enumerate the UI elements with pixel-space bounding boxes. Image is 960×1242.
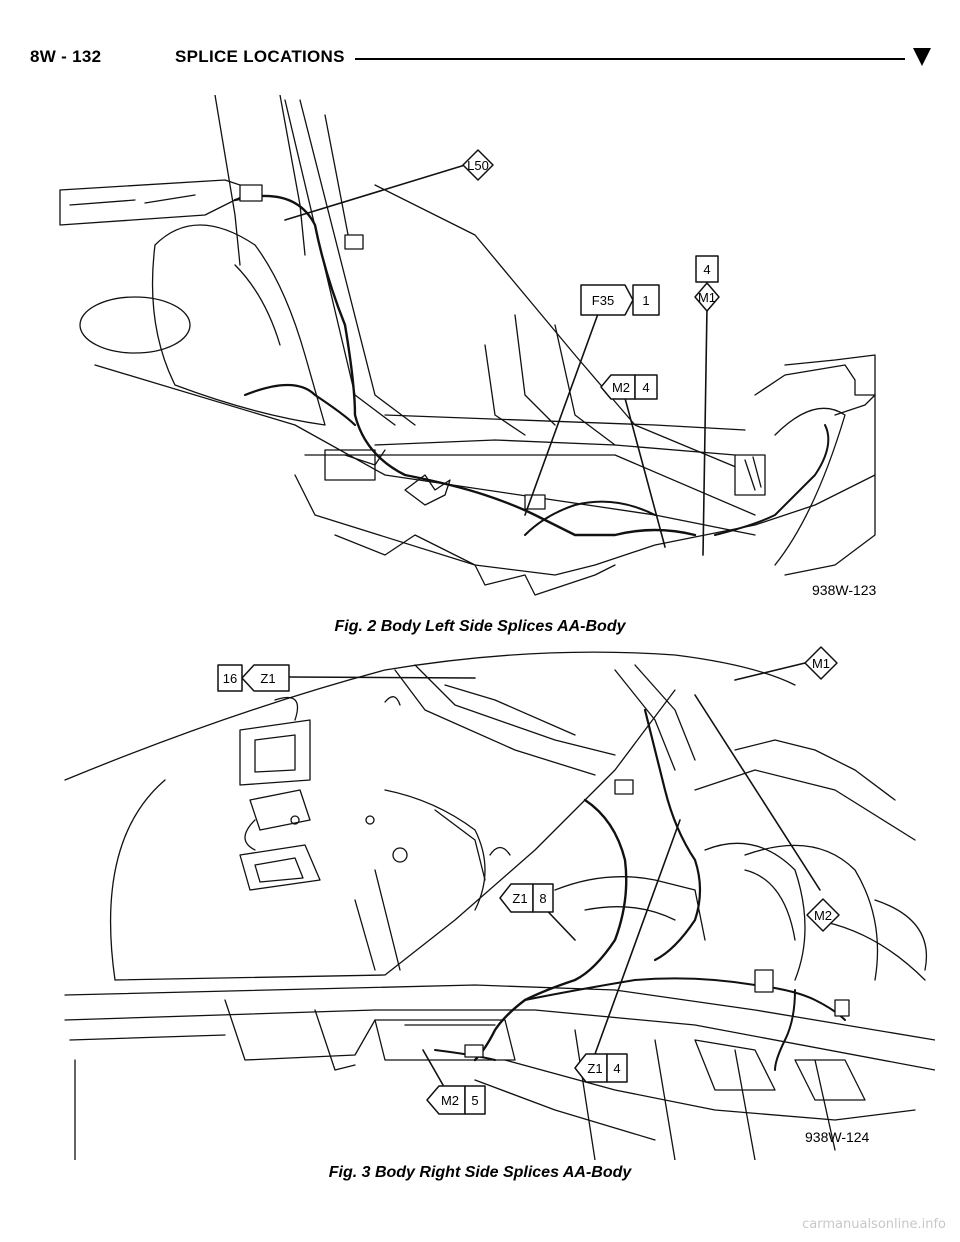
- callout-l50: L50: [462, 149, 494, 181]
- figure-3-illustration: 16 Z1 M1 Z1 8 M2 Z1 4 M2 5: [55, 640, 935, 1160]
- callout-z1-text: Z1: [260, 671, 275, 686]
- callout-z1-4: Z1 4: [574, 1053, 628, 1083]
- callout-m2: M2: [806, 898, 840, 932]
- callout-m1: 4 M1: [694, 255, 720, 312]
- figure-2-leaders: [284, 164, 708, 556]
- callout-z1b-text: Z1: [512, 891, 527, 906]
- figure-3-caption: Fig. 3 Body Right Side Splices AA-Body: [328, 1164, 632, 1181]
- callout-m2-text: M2: [612, 380, 630, 395]
- callout-z1c-text: Z1: [587, 1061, 602, 1076]
- callout-m1-text: M1: [812, 656, 830, 671]
- callout-z1-16: 16 Z1: [217, 664, 290, 692]
- callout-m2: M2 4: [600, 374, 658, 400]
- callout-f35-text: F35: [592, 293, 614, 308]
- down-triangle-icon: [913, 48, 931, 66]
- callout-m2b-text: M2: [441, 1093, 459, 1108]
- callout-l50-text: L50: [467, 158, 489, 173]
- callout-z1b-number: 8: [539, 891, 546, 906]
- page-header: 8W - 132 SPLICE LOCATIONS: [30, 44, 935, 74]
- body-left-side-drawing: [59, 95, 876, 596]
- callout-f35-number: 1: [642, 293, 649, 308]
- watermark: carmanualsonline.info: [802, 1217, 946, 1232]
- section-title: SPLICE LOCATIONS: [175, 47, 345, 66]
- figure-2-caption: Fig. 2 Body Left Side Splices AA-Body: [334, 618, 626, 635]
- figure-2-code: 938W-123: [812, 582, 877, 598]
- callout-m2-number: 4: [642, 380, 649, 395]
- callout-m2-5: M2 5: [426, 1085, 486, 1115]
- callout-z1-8: Z1 8: [499, 883, 554, 913]
- callout-f35: F35 1: [580, 284, 660, 316]
- callout-m1-text: M1: [698, 290, 716, 305]
- body-right-side-drawing: [64, 651, 935, 1160]
- callout-m2b-number: 5: [471, 1093, 478, 1108]
- callout-m1: M1: [804, 646, 838, 680]
- callout-m2-text: M2: [814, 908, 832, 923]
- callout-z1-number: 16: [223, 671, 237, 686]
- figure-3-code: 938W-124: [805, 1129, 870, 1145]
- figure-2-illustration: L50 F35 1 4 M1 M2 4 938W-123: [55, 95, 935, 605]
- callout-m1-number: 4: [703, 262, 710, 277]
- callout-z1c-number: 4: [613, 1061, 620, 1076]
- header-rule: [355, 58, 905, 60]
- page-number: 8W - 132: [30, 47, 102, 66]
